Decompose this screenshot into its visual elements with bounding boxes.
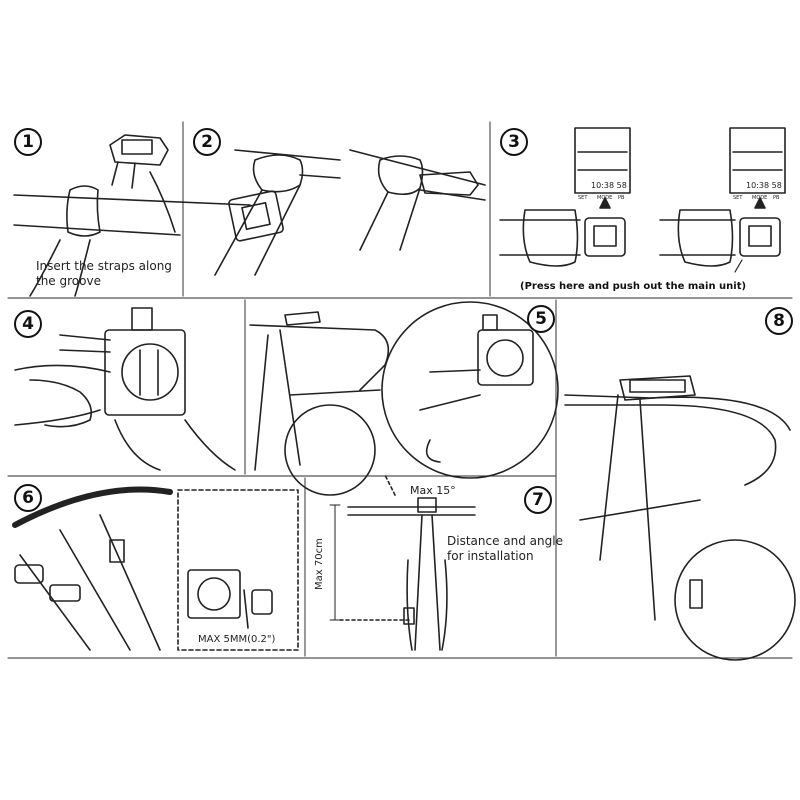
step-7-height-label: Max 70cm (314, 538, 325, 590)
panel-4-illustration (14, 307, 236, 471)
step-6-gap-label: MAX 5MM(0.2") (198, 634, 276, 645)
panel-3-illustration (499, 127, 786, 273)
step-number-2: 2 (193, 128, 221, 156)
panel-7-illustration (329, 474, 476, 651)
panel-dividers (7, 121, 793, 659)
display-digits-left: 10:38 58 (591, 181, 627, 190)
display-button-set-left: SET (578, 195, 588, 201)
display-button-pb-right: PB (773, 195, 780, 201)
step-number-4: 4 (14, 310, 42, 338)
step-number-6: 6 (14, 484, 42, 512)
display-button-mode-right: MODE (752, 195, 768, 201)
panel-8-illustration (564, 375, 796, 661)
display-digits-right: 10:38 58 (746, 181, 782, 190)
panel-6-illustration (12, 486, 299, 651)
step-1-caption-line-1: Insert the straps along (36, 259, 172, 273)
step-1-caption-line-2: the groove (36, 274, 101, 288)
panel-5-illustration (249, 301, 559, 496)
display-button-pb-left: PB (618, 195, 625, 201)
step-number-1: 1 (14, 128, 42, 156)
step-number-5: 5 (527, 305, 555, 333)
step-3-note: (Press here and push out the main unit) (520, 281, 747, 292)
display-button-mode-left: MODE (597, 195, 613, 201)
step-7-angle-label: Max 15° (410, 484, 456, 497)
panel-2-illustration (214, 149, 486, 276)
display-button-set-right: SET (733, 195, 743, 201)
step-7-caption-line-1: Distance and angle (447, 534, 563, 548)
step-number-3: 3 (500, 128, 528, 156)
step-number-8: 8 (765, 307, 793, 335)
step-7-caption-line-2: for installation (447, 549, 534, 563)
panel-1-illustration (13, 134, 251, 297)
step-number-7: 7 (524, 486, 552, 514)
